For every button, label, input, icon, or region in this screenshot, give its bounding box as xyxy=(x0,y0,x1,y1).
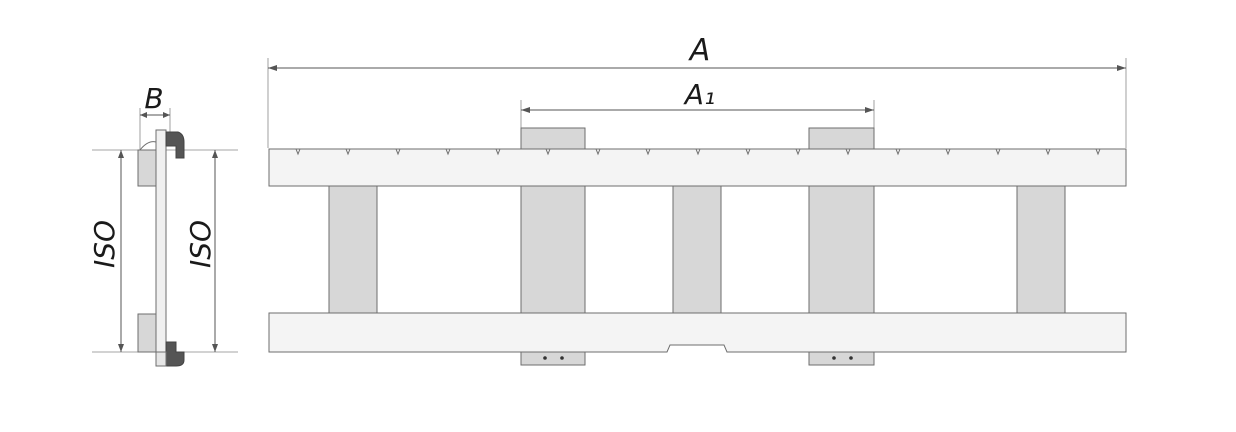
arrow-down-icon xyxy=(118,344,124,352)
fork-notch xyxy=(945,148,951,156)
arrow-right-icon xyxy=(1117,65,1126,71)
fork-notch xyxy=(345,148,351,156)
bottom-hook-profile xyxy=(165,341,185,367)
fork-notch xyxy=(695,148,701,156)
bolt-hole xyxy=(543,356,547,360)
upright-4 xyxy=(808,185,875,315)
bottom-bar xyxy=(268,312,1127,353)
fork-notch xyxy=(845,148,851,156)
fork-notch xyxy=(545,148,551,156)
overall-width-label: A xyxy=(688,33,711,68)
bolt-hole xyxy=(560,356,564,360)
depth-label: B xyxy=(144,82,163,115)
inner-width-label: A₁ xyxy=(683,78,715,111)
arrow-down-icon xyxy=(212,344,218,352)
fork-notch xyxy=(595,148,601,156)
bottom-mount-tab-right xyxy=(808,351,875,366)
bottom-bar-profile xyxy=(137,313,157,353)
upright-2 xyxy=(520,185,586,315)
fork-notch xyxy=(1045,148,1051,156)
top-mount-tab-left xyxy=(520,127,586,151)
top-bar-lip xyxy=(139,141,157,151)
front-view: A A₁ xyxy=(267,33,1127,366)
fork-notch xyxy=(495,148,501,156)
arrow-right-icon xyxy=(163,112,170,118)
upright-5 xyxy=(1016,185,1066,315)
side-profile-view: B ISO ISO xyxy=(88,82,238,367)
arrow-left-icon xyxy=(268,65,277,71)
iso-height-label-right: ISO xyxy=(184,220,217,268)
fork-notch xyxy=(895,148,901,156)
iso-height-label-left: ISO xyxy=(88,220,121,268)
fork-notch xyxy=(645,148,651,156)
upright-3 xyxy=(672,185,722,315)
fork-notch xyxy=(295,148,301,156)
top-bar-notches xyxy=(295,148,1101,156)
arrow-left-icon xyxy=(521,107,530,113)
top-hook-profile xyxy=(165,131,185,159)
fork-notch xyxy=(445,148,451,156)
bottom-mount-tab-left xyxy=(520,351,586,366)
arrow-up-icon xyxy=(212,150,218,158)
top-mount-tab-right xyxy=(808,127,875,151)
fork-notch xyxy=(1095,148,1101,156)
carriage-plate-profile xyxy=(155,129,167,366)
arrow-right-icon xyxy=(865,107,874,113)
bolt-hole xyxy=(849,356,853,360)
arrow-left-icon xyxy=(140,112,147,118)
fork-notch xyxy=(795,148,801,156)
bottom-plate-foot xyxy=(155,351,167,367)
fork-notch xyxy=(395,148,401,156)
top-bar xyxy=(268,148,1127,187)
fork-notch xyxy=(745,148,751,156)
upright-1 xyxy=(328,185,378,315)
arrow-up-icon xyxy=(118,150,124,158)
top-bar-profile xyxy=(137,149,157,187)
fork-notch xyxy=(995,148,1001,156)
bolt-hole xyxy=(832,356,836,360)
